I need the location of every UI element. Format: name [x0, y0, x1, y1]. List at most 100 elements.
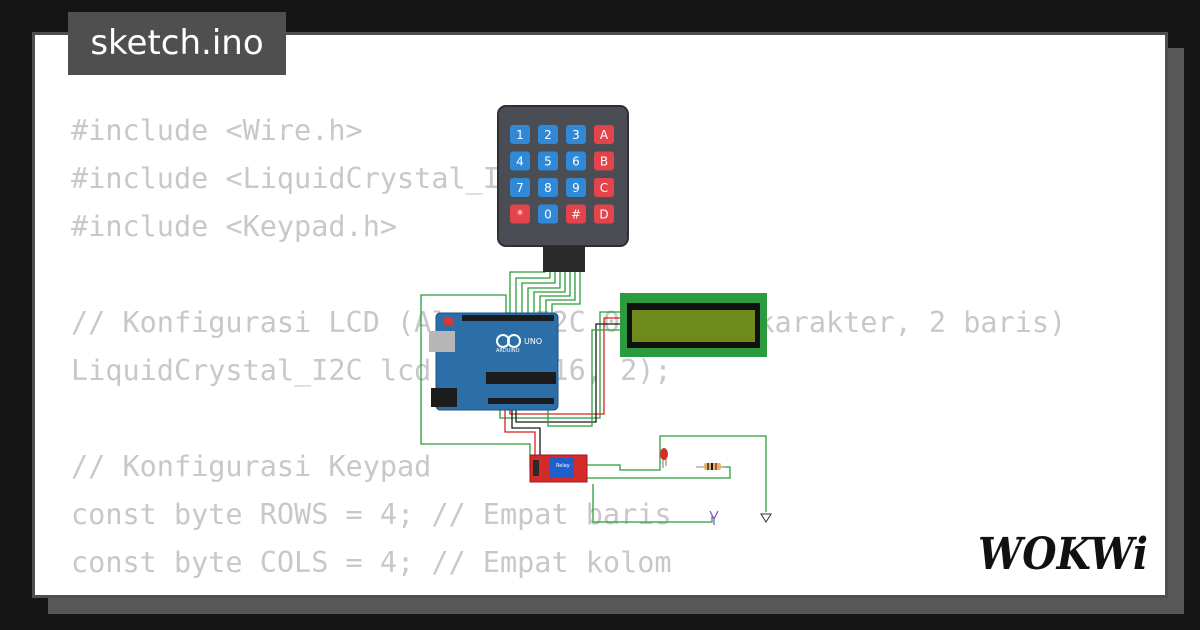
wire-keypad-2 — [515, 270, 551, 316]
keypad-key: 6 — [566, 151, 586, 171]
code-line: #include <Keypad.h> — [71, 210, 398, 243]
reset-button-icon — [444, 317, 454, 325]
wire-lcd-gnd — [515, 323, 620, 423]
keypad-key: C — [594, 178, 614, 197]
keypad-key-cap — [594, 204, 614, 224]
relay-label: Relay — [556, 463, 570, 469]
keypad-connector — [543, 246, 585, 272]
keypad-key: 7 — [510, 178, 530, 197]
keypad-key-cap — [510, 204, 530, 224]
led-component — [660, 448, 668, 468]
keypad-key: 9 — [566, 178, 586, 197]
wire-ground — [592, 484, 713, 523]
keypad-key-cap — [538, 151, 558, 171]
keypad-key: 0 — [538, 204, 558, 224]
wire-lcd-vcc — [509, 317, 620, 415]
led-icon — [660, 448, 668, 460]
wire-keypad-5 — [533, 270, 566, 316]
wire-keypad-7 — [545, 270, 576, 316]
code-preview: #include <Wire.h>#include <LiquidCrystal… — [71, 107, 1066, 595]
keypad-key: * — [510, 204, 530, 224]
keypad-key: A — [594, 125, 614, 144]
keypad-key-cap — [538, 204, 558, 224]
keypad-key-label: 3 — [572, 128, 580, 142]
keypad-key-label: 0 — [544, 208, 552, 222]
keypad-key: 4 — [510, 151, 530, 171]
keypad-key-cap — [566, 178, 586, 197]
usb-connector — [429, 331, 455, 352]
keypad-keys: 1 2 3 A 4 5 6 B 7 8 9 C * 0 # D — [510, 125, 614, 224]
wire-lcd-sda — [499, 311, 620, 419]
keypad-key-label: A — [600, 128, 609, 142]
keypad-key-label: 2 — [544, 128, 552, 142]
keypad-key-cap — [510, 151, 530, 171]
lcd-component — [620, 293, 767, 357]
keypad-key-label: B — [600, 155, 608, 169]
keypad-key-label: 9 — [572, 181, 580, 195]
ground-symbol-icon — [760, 513, 772, 523]
code-line: // Konfigurasi Keypad — [71, 450, 432, 483]
wire-keypad-8 — [551, 270, 581, 316]
keypad-key-cap — [538, 125, 558, 144]
relay-cube — [550, 458, 574, 478]
code-line: const byte ROWS = 4; // Empat baris — [71, 498, 672, 531]
digital-header — [462, 315, 554, 321]
keypad-key-cap — [538, 178, 558, 197]
keypad-key: B — [594, 151, 614, 171]
board-label: UNO — [524, 337, 542, 346]
relay-module: Relay — [529, 454, 588, 483]
keypad-key-cap — [594, 125, 614, 144]
code-line: const byte COLS = 4; // Empat kolom — [71, 546, 672, 579]
wokwi-logo: WOKWi — [978, 529, 1148, 580]
keypad-key-cap — [566, 204, 586, 224]
keypad-key-label: * — [517, 208, 523, 222]
keypad-key-label: 1 — [516, 128, 524, 142]
brand-label: ARDUINO — [496, 348, 520, 354]
relay-pins — [533, 460, 539, 476]
keypad-key: # — [566, 204, 586, 224]
power-jack — [431, 388, 457, 407]
code-line: char keys[ROWS][COLS] = { — [71, 587, 1066, 595]
keypad-key-label: D — [599, 208, 608, 222]
wire-relay-gnd — [511, 408, 541, 458]
wire-keypad-6 — [539, 270, 571, 316]
code-line: #include <Wire.h> — [71, 114, 363, 147]
keypad-key-label: # — [571, 208, 581, 222]
keypad-key: 2 — [538, 125, 558, 144]
keypad-key: D — [594, 204, 614, 224]
resistor-component — [696, 463, 726, 470]
wokwi-logo-text: WOKWi — [978, 529, 1148, 580]
keypad-key-cap — [594, 151, 614, 171]
keypad-key-label: C — [600, 181, 608, 195]
wire-keypad-3 — [521, 270, 556, 316]
keypad-key-cap — [566, 125, 586, 144]
keypad-component: 1 2 3 A 4 5 6 B 7 8 9 C * 0 # D — [497, 105, 629, 272]
keypad-key: 8 — [538, 178, 558, 197]
file-tab[interactable]: sketch.ino — [68, 12, 286, 75]
wire-relay-out — [585, 435, 767, 512]
wire-lcd-scl — [547, 329, 620, 427]
lcd-screen — [632, 310, 755, 342]
keypad-key-label: 5 — [544, 155, 552, 169]
keypad-key-cap — [510, 125, 530, 144]
keypad-key-label: 8 — [544, 181, 552, 195]
wire-keypad-4 — [527, 270, 561, 316]
keypad-key-cap — [510, 178, 530, 197]
keypad-key: 1 — [510, 125, 530, 144]
wire-relay-vcc — [504, 408, 536, 458]
keypad-key-label: 6 — [572, 155, 580, 169]
keypad-key-label: 4 — [516, 155, 524, 169]
keypad-key: 3 — [566, 125, 586, 144]
wires — [420, 270, 767, 523]
wire-relay-signal — [420, 294, 531, 470]
arduino-pcb — [435, 312, 559, 411]
atmega-chip — [486, 372, 556, 384]
keypad-key-label: 7 — [516, 181, 524, 195]
keypad-key: 5 — [538, 151, 558, 171]
keypad-key-cap — [566, 151, 586, 171]
arduino-uno-board: UNO ARDUINO — [429, 312, 559, 411]
pin-marker-icon — [709, 510, 719, 525]
analog-header — [488, 398, 554, 404]
arduino-logo-icon — [507, 334, 521, 348]
